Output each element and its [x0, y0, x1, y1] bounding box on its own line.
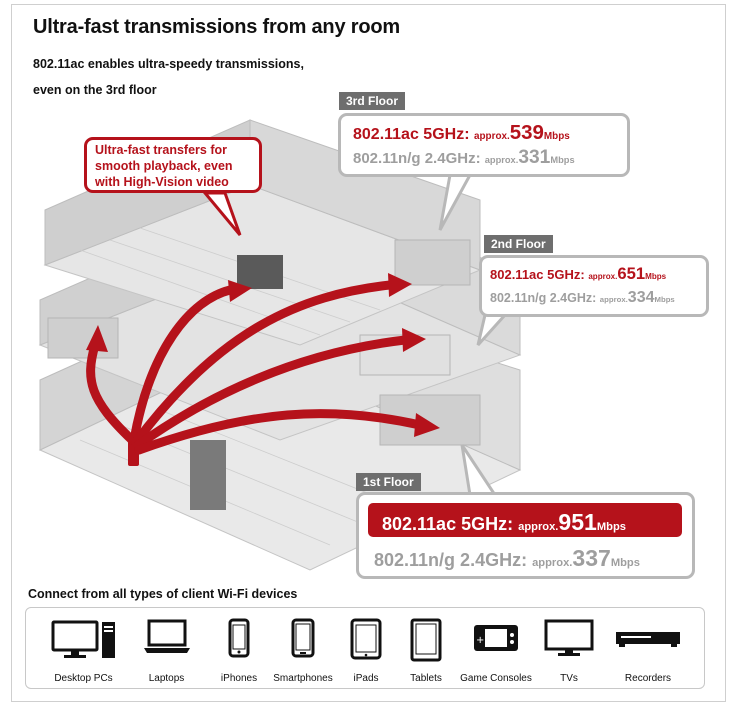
ng-label: 802.11n/g 2.4GHz:	[353, 150, 481, 167]
device-label: Laptops	[148, 673, 185, 684]
smartphone-icon	[291, 618, 315, 658]
callout-line-2: smooth playback, even	[95, 159, 233, 173]
ac-speed-1st: 802.11ac 5GHz: approx.951Mbps	[382, 509, 626, 536]
approx-label: approx.	[484, 155, 519, 165]
device-tablets: Tablets	[396, 608, 456, 690]
iphone-icon	[228, 618, 250, 658]
floor-tag-1st: 1st Floor	[356, 473, 421, 491]
ac-speed-3rd: 802.11ac 5GHz: approx.539Mbps	[353, 121, 570, 145]
house-illustration	[38, 119, 522, 571]
page-title: Ultra-fast transmissions from any room	[33, 16, 400, 38]
approx-label: approx.	[588, 272, 618, 281]
ac-value: 539	[509, 121, 544, 144]
ac-value: 651	[617, 264, 646, 283]
device-desktop-pcs: Desktop PCs	[46, 608, 121, 690]
ng-value: 334	[627, 289, 655, 306]
speed-callout-2nd-floor: 802.11ac 5GHz: approx.651Mbps 802.11n/g …	[479, 255, 709, 317]
callout-line-3: with High-Vision video	[95, 175, 229, 189]
recorder-icon	[616, 632, 680, 647]
device-smartphones: Smartphones	[266, 608, 340, 690]
unit-label: Mbps	[654, 295, 675, 304]
desk-3f	[394, 239, 471, 286]
ipad-icon	[350, 618, 382, 660]
device-label: Tablets	[410, 673, 442, 684]
desk-2f	[47, 317, 119, 359]
ng-label: 802.11n/g 2.4GHz:	[490, 291, 597, 305]
approx-label: approx.	[599, 295, 628, 304]
ac-label: 802.11ac 5GHz:	[490, 267, 585, 282]
floor-tag-2nd: 2nd Floor	[484, 235, 553, 253]
red-callout-pointer	[201, 191, 242, 236]
ac-speed-1st-highlight: 802.11ac 5GHz: approx.951Mbps	[368, 503, 682, 537]
unit-label: Mbps	[543, 131, 570, 142]
device-tvs: TVs	[534, 608, 604, 690]
device-label: TVs	[560, 673, 578, 684]
door	[190, 440, 226, 510]
svg-text:+: +	[476, 635, 484, 646]
ac-speed-2nd: 802.11ac 5GHz: approx.651Mbps	[490, 264, 666, 284]
approx-label: approx.	[518, 521, 559, 533]
device-iphones: iPhones	[209, 608, 269, 690]
speed-callout-3rd-floor: 802.11ac 5GHz: approx.539Mbps 802.11n/g …	[338, 113, 630, 177]
ng-speed-3rd: 802.11n/g 2.4GHz: approx.331Mbps	[353, 147, 575, 169]
device-ipads: iPads	[336, 608, 396, 690]
approx-label: approx.	[532, 557, 573, 569]
desktop-pc-icon	[51, 620, 115, 658]
subtitle-line-1: 802.11ac enables ultra-speedy transmissi…	[33, 57, 304, 71]
unit-label: Mbps	[550, 155, 575, 165]
devices-panel: Desktop PCs Laptops iPhones Smartphones …	[25, 607, 705, 689]
tv	[237, 255, 283, 289]
arrow-heads	[86, 273, 440, 437]
tv-icon	[544, 619, 594, 656]
ac-value: 951	[558, 509, 597, 535]
devices-heading: Connect from all types of client Wi-Fi d…	[28, 587, 298, 601]
arrow-to-1f	[134, 409, 425, 455]
game-console-icon: +	[474, 625, 518, 651]
signal-arrows	[86, 280, 425, 455]
arrow-to-2f-left	[86, 340, 137, 445]
ng-speed-2nd: 802.11n/g 2.4GHz: approx.334Mbps	[490, 289, 675, 307]
callout-pointers	[438, 173, 509, 497]
device-recorders: Recorders	[608, 608, 688, 690]
callout-line-1: Ultra-fast transfers for	[95, 143, 227, 157]
unit-label: Mbps	[645, 272, 667, 281]
device-label: Desktop PCs	[54, 673, 113, 684]
arrow-to-2f-bed	[133, 335, 410, 450]
approx-label: approx.	[473, 131, 510, 142]
ng-value: 337	[572, 545, 611, 571]
ultra-fast-callout: Ultra-fast transfers for smooth playback…	[84, 137, 262, 193]
device-label: Recorders	[624, 673, 672, 684]
unit-label: Mbps	[610, 557, 640, 569]
subtitle-line-2: even on the 3rd floor	[33, 83, 157, 97]
floor-tag-3rd: 3rd Floor	[339, 92, 406, 110]
ng-value: 331	[518, 147, 551, 168]
tablet-icon	[410, 618, 442, 662]
ac-label: 802.11ac 5GHz:	[382, 514, 514, 534]
ng-label: 802.11n/g 2.4GHz:	[374, 550, 528, 570]
device-label: Smartphones	[273, 673, 333, 684]
device-label: iPads	[353, 673, 379, 684]
arrow-to-tv	[129, 285, 235, 445]
arrow-to-3f	[131, 280, 395, 447]
device-label: Game Consoles	[460, 673, 532, 684]
device-laptops: Laptops	[134, 608, 199, 690]
ng-speed-1st: 802.11n/g 2.4GHz: approx.337Mbps	[374, 545, 640, 572]
laptop-icon	[143, 619, 190, 653]
unit-label: Mbps	[596, 521, 626, 533]
ac-label: 802.11ac 5GHz:	[353, 126, 470, 143]
device-label: iPhones	[220, 673, 258, 684]
device-game-consoles: + Game Consoles	[452, 608, 540, 690]
